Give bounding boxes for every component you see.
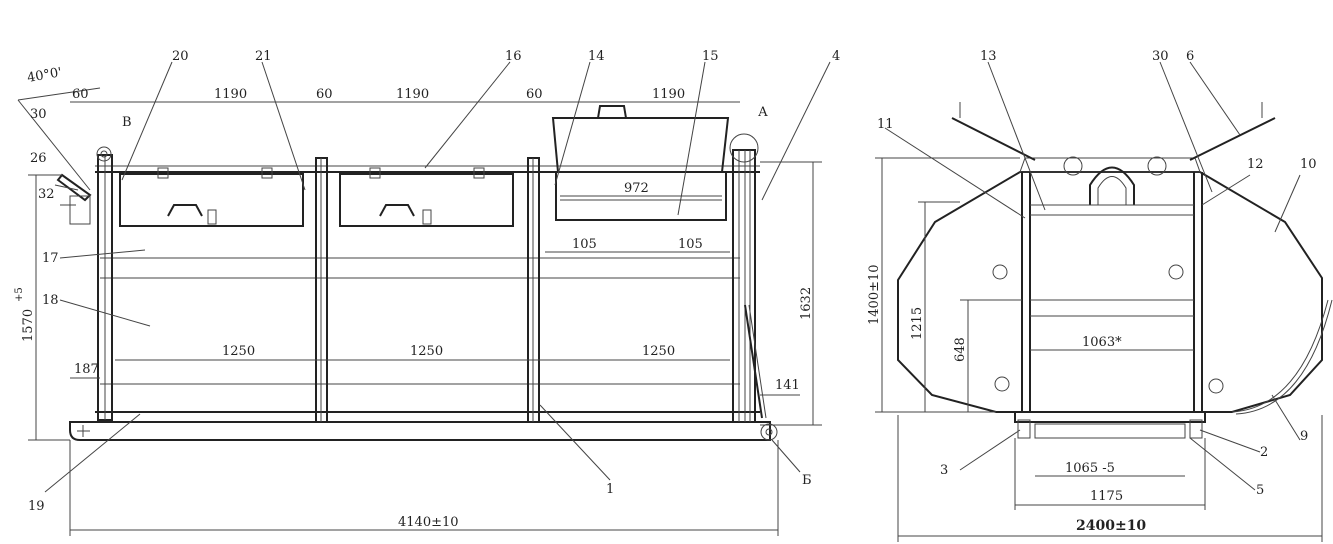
dim-gap-left: 60 — [72, 87, 89, 102]
view-mark-a: А — [758, 105, 768, 120]
tank-outline — [897, 171, 1323, 413]
callout-14: 14 — [588, 49, 605, 64]
dim-left-offset: 187 — [74, 362, 99, 377]
dim-bay-3: 1250 — [642, 344, 675, 359]
dim-end-inner-width: 1063* — [1082, 335, 1122, 350]
side-view: 40°0' 60 1190 60 1190 60 1190 1570 +5 16… — [14, 49, 840, 536]
dim-gap-mid2: 60 — [526, 87, 543, 102]
callout-17: 17 — [42, 251, 59, 266]
lids — [119, 105, 730, 227]
callout-19: 19 — [28, 499, 45, 514]
callout-13: 13 — [980, 49, 997, 64]
callout-1: 1 — [606, 482, 614, 497]
end-view: 1400±10 1215 648 1063* 1065 -5 1175 2400… — [867, 49, 1333, 542]
callout-21: 21 — [255, 49, 272, 64]
dim-height-right: 1632 — [799, 287, 814, 320]
callout-2: 2 — [1260, 445, 1268, 460]
callout-4: 4 — [832, 49, 840, 64]
dim-span-1: 1190 — [214, 87, 247, 102]
callout-20: 20 — [172, 49, 189, 64]
dim-bay-2: 1250 — [410, 344, 443, 359]
dim-gap-mid1: 60 — [316, 87, 333, 102]
dim-height-tol: +5 — [14, 287, 25, 302]
dim-length-total: 4140±10 — [398, 515, 459, 530]
dim-end-frame-width: 1065 -5 — [1065, 461, 1115, 476]
callout-3: 3 — [940, 463, 948, 478]
callout-10: 10 — [1300, 157, 1317, 172]
callout-5: 5 — [1256, 483, 1264, 498]
dim-angle: 40°0' — [26, 65, 63, 86]
side-leaders — [44, 61, 831, 493]
dim-offset-left: 105 — [572, 237, 597, 252]
dim-end-overall-width: 2400±10 — [1076, 518, 1146, 534]
dim-hatch-width: 972 — [624, 181, 649, 196]
callout-18: 18 — [42, 293, 59, 308]
dim-span-2: 1190 — [396, 87, 429, 102]
dim-offset-right: 105 — [678, 237, 703, 252]
dim-span-3: 1190 — [652, 87, 685, 102]
callout-30-end: 30 — [1152, 49, 1169, 64]
callout-9: 9 — [1300, 429, 1308, 444]
callout-15: 15 — [702, 49, 719, 64]
callout-12: 12 — [1247, 157, 1264, 172]
callout-6: 6 — [1186, 49, 1194, 64]
dim-end-height-low: 648 — [953, 337, 968, 362]
base-skid — [69, 421, 771, 441]
callout-16: 16 — [505, 49, 522, 64]
side-dimension-lines — [28, 101, 822, 536]
dim-height-total: 1570 — [21, 309, 36, 342]
dim-end-height-mid: 1215 — [910, 307, 925, 340]
posts — [97, 149, 756, 423]
view-mark-v: В — [122, 115, 132, 130]
callout-26: 26 — [30, 151, 47, 166]
dim-end-height-total: 1400±10 — [867, 264, 882, 325]
callout-11: 11 — [877, 117, 894, 132]
dim-end-base-width: 1175 — [1090, 489, 1123, 504]
dim-right-offset: 141 — [775, 378, 800, 393]
view-mark-b: Б — [802, 473, 812, 488]
callout-30: 30 — [30, 107, 47, 122]
callout-32: 32 — [38, 187, 55, 202]
dim-bay-1: 1250 — [222, 344, 255, 359]
